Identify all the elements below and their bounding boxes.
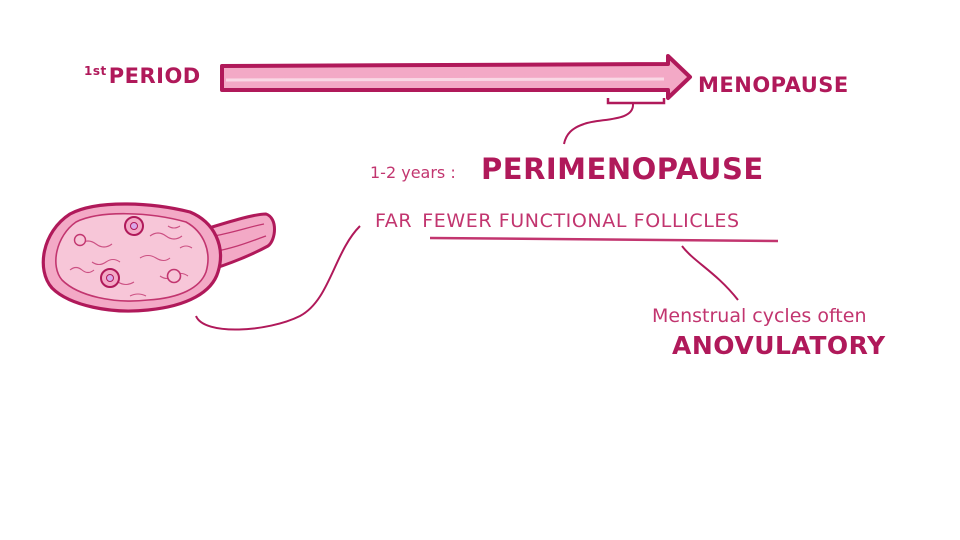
follicles-emphasis: FEWER FUNCTIONAL FOLLICLES	[422, 210, 740, 232]
ovary-connector	[195, 225, 361, 331]
cycles-connector	[681, 245, 739, 301]
first-ordinal: 1st	[84, 64, 107, 78]
perimenopause-title: PERIMENOPAUSE	[481, 152, 764, 186]
first-period-label: 1stPERIOD	[84, 64, 201, 88]
perimenopause-bracket	[606, 98, 666, 105]
follicles-underline	[429, 236, 779, 243]
follicles-statement: FAR FEWER FUNCTIONAL FOLLICLES	[375, 210, 740, 232]
menopause-label: MENOPAUSE	[698, 73, 849, 97]
period-text: PERIOD	[108, 64, 201, 88]
follicles-prefix: FAR	[375, 210, 413, 232]
bracket-connector	[563, 103, 635, 145]
cycles-note: Menstrual cycles often	[652, 305, 867, 327]
ovary-illustration	[41, 202, 276, 313]
timeline-arrow	[220, 54, 692, 100]
anovulatory-label: ANOVULATORY	[672, 331, 886, 360]
perimenopause-duration: 1-2 years :	[370, 163, 456, 182]
